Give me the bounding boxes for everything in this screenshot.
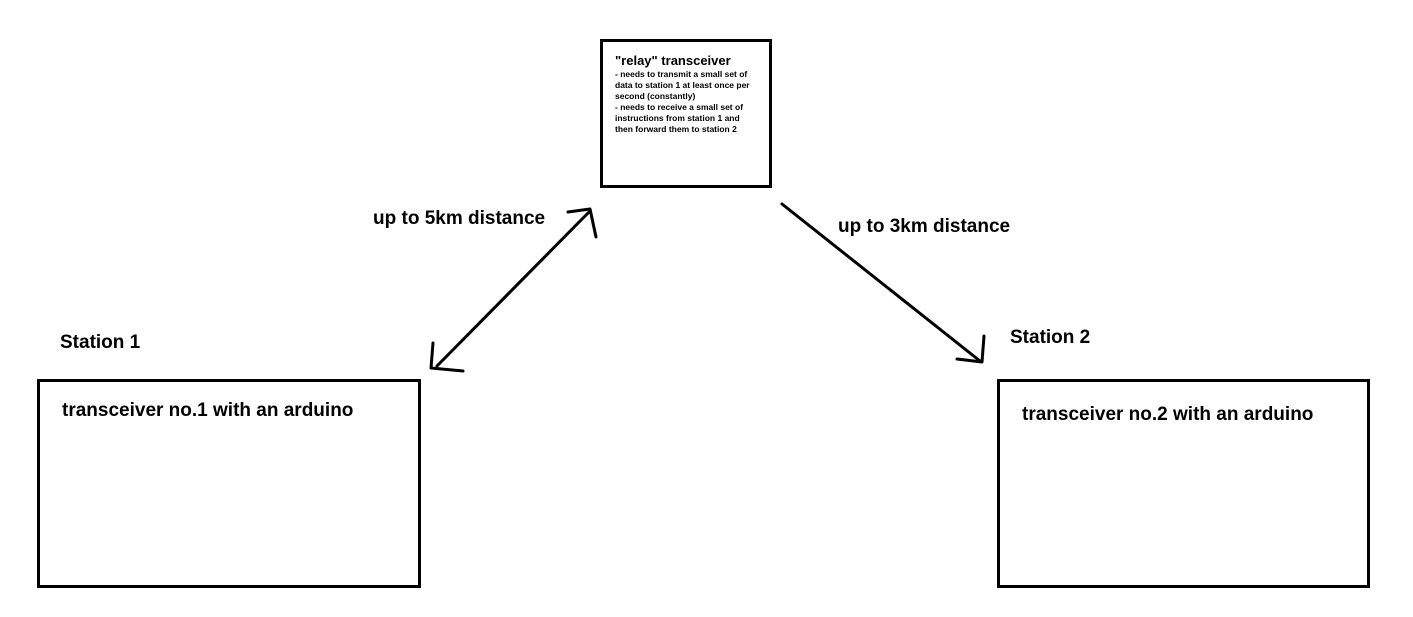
station2-box: transceiver no.2 with an arduino: [997, 379, 1370, 588]
arrow-station1-relay-shaft: [435, 209, 592, 368]
arrow-station1-relay: [429, 207, 598, 373]
station1-distance-label: up to 5km distance: [373, 208, 546, 229]
relay-description-line: - needs to receive a small set of: [615, 102, 744, 112]
station1-box-text: transceiver no.1 with an arduino: [62, 400, 354, 421]
relay-description-line: data to station 1 at least once per: [615, 80, 750, 90]
relay-description-line: second (constantly): [615, 91, 696, 101]
arrow-head-relay-end: [566, 207, 598, 239]
relay-transceiver-box: "relay" transceiver - needs to transmit …: [600, 39, 772, 188]
arrow-head-station1-end: [429, 341, 465, 373]
arrow-relay-station2-shaft: [780, 202, 982, 363]
station1-label: Station 1: [60, 332, 141, 353]
relay-description-line: then forward them to station 2: [615, 124, 737, 134]
station2-distance-label: up to 3km distance: [838, 216, 1011, 237]
station2-box-text: transceiver no.2 with an arduino: [1022, 404, 1314, 425]
arrow-relay-station2: [780, 202, 986, 364]
relay-title: "relay" transceiver: [615, 53, 731, 68]
arrow-head-station2-end: [955, 334, 986, 364]
relay-description-line: instructions from station 1 and: [615, 113, 740, 123]
station2-label: Station 2: [1010, 327, 1091, 348]
station1-box: transceiver no.1 with an arduino: [37, 379, 421, 588]
relay-description-line: - needs to transmit a small set of: [615, 69, 748, 79]
